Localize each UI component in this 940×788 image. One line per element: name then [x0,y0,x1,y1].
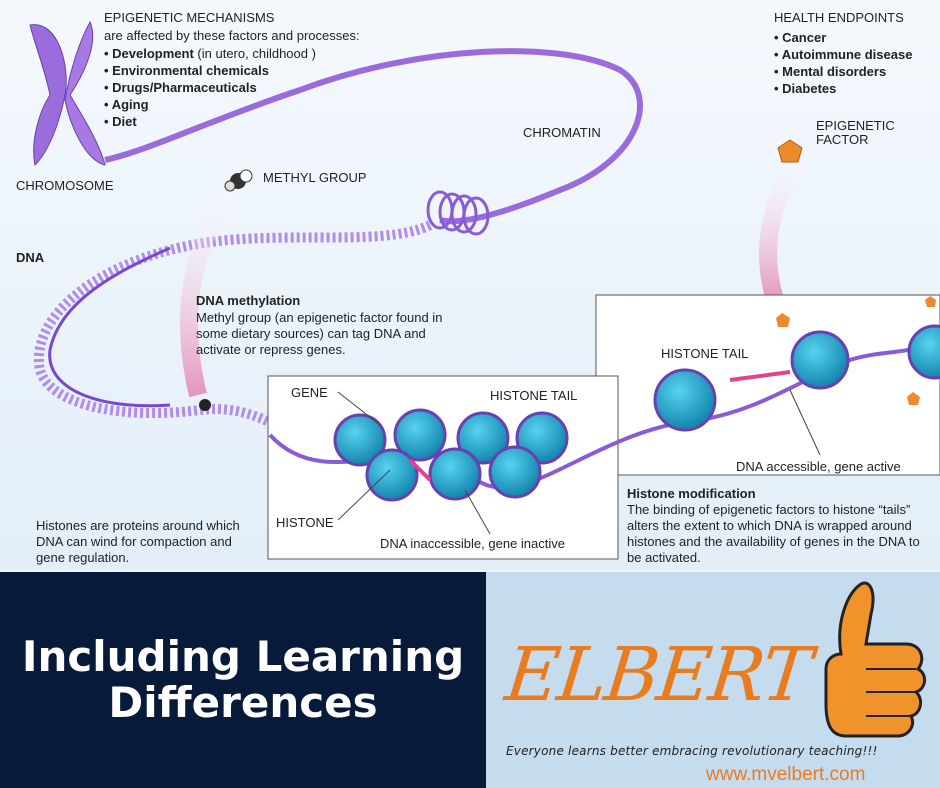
headline-line-2: Differences [108,678,378,727]
health-title: HEALTH ENDPOINTS [774,10,904,25]
mechanism-item: Diet [104,113,316,130]
histone-label: HISTONE [276,515,334,530]
methylation-title: DNA methylation [196,293,301,308]
diagram-artwork [29,20,940,560]
inaccessible-label: DNA inaccessible, gene inactive [380,536,565,551]
dna-helix-backbone [33,220,433,445]
health-list: Cancer Autoimmune disease Mental disorde… [774,29,913,97]
health-item: Cancer [774,29,912,46]
elbert-logo-panel: ELBERT Everyone learns better embracing … [486,572,940,788]
leader-lines [337,389,821,535]
mechanism-item: Drugs/Pharmaceuticals [104,79,316,96]
elbert-logo: ELBERT [501,632,814,718]
mechanisms-intro: are affected by these factors and proces… [104,28,360,43]
accessible-label: DNA accessible, gene active [736,459,901,474]
methyl-group-label: METHYL GROUP [263,170,367,185]
histone-modification-box [595,294,940,476]
methylation-arrow [180,188,239,398]
mechanism-item: Development (in utero, childhood ) [104,45,316,62]
mechanisms-title: EPIGENETIC MECHANISMS [104,10,275,25]
chromatin-coil [426,190,490,236]
logo-tagline: Everyone learns better embracing revolut… [506,744,878,758]
chromosome-shape [29,20,106,167]
health-item: Mental disorders [774,63,912,80]
epigenetic-factor-arrow [759,154,808,303]
headline-line-1: Including Learning [21,632,465,681]
epigenetic-factor-label-1: EPIGENETIC [816,118,895,133]
chromosome-label: CHROMOSOME [16,178,114,193]
histone-tail-label-left: HISTONE TAIL [490,388,578,403]
health-item: Diabetes [774,80,912,97]
headline-banner: Including Learning Differences [0,572,486,788]
gene-label: GENE [291,385,328,400]
headline: Including Learning Differences [22,634,464,726]
epigenetic-factor-icon [777,139,803,163]
histones-note: Histones are proteins around which DNA c… [36,518,240,565]
modification-body: The binding of epigenetic factors to his… [627,502,920,565]
methylation-body: Methyl group (an epigenetic factor found… [196,310,443,357]
epigenetics-diagram: EPIGENETIC MECHANISMS are affected by th… [0,0,940,570]
logo-url[interactable]: www.mvelbert.com [706,764,866,785]
nucleosomes-compact [333,408,569,502]
dna-strand [48,246,171,408]
mechanism-item: Environmental chemicals [104,62,316,79]
modification-title: Histone modification [627,486,756,501]
thumbs-up-icon [824,581,926,738]
nucleosomes-open [653,296,940,432]
dna-label: DNA [16,250,45,265]
methyl-group-icon [199,169,253,411]
mechanism-item: Aging [104,96,316,113]
histone-tail-label-right: HISTONE TAIL [661,346,749,361]
health-item: Autoimmune disease [774,46,913,63]
chromatin-label: CHROMATIN [523,125,601,140]
mechanisms-list: Development (in utero, childhood ) Envir… [104,45,316,130]
epigenetic-factor-label-2: FACTOR [816,132,869,147]
